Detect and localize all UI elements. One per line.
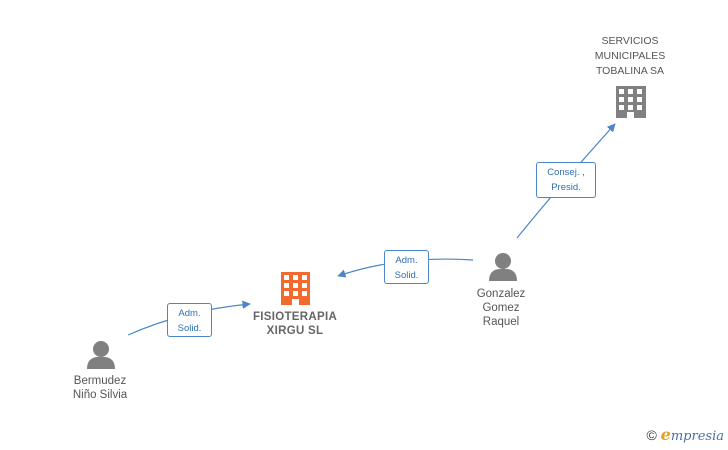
building-icon[interactable] (616, 86, 646, 118)
node-label-bermudez-nino[interactable]: Bermudez Niño Silvia (72, 375, 128, 401)
edge-label-adm-solid: Adm. Solid. (167, 303, 212, 337)
copyright-icon: © (646, 427, 657, 443)
edge-label-adm-solid: Adm. Solid. (384, 250, 429, 284)
person-icon[interactable] (87, 341, 115, 369)
node-label-gonzalez-gomez[interactable]: Gonzalez Gomez Raquel (476, 288, 526, 328)
building-icon[interactable] (281, 272, 310, 305)
copyright-notice: © empresia (646, 425, 724, 444)
edge-label-consej-presid: Consej. , Presid. (536, 162, 596, 198)
person-icon[interactable] (489, 253, 517, 281)
node-label-fisioterapia-xirgu[interactable]: FISIOTERAPIA XIRGU SL (252, 311, 338, 337)
node-label-servicios-municipales[interactable]: SERVICIOS MUNICIPALES TOBALINA SA (594, 35, 666, 77)
empresia-logo: empresia (660, 425, 724, 444)
